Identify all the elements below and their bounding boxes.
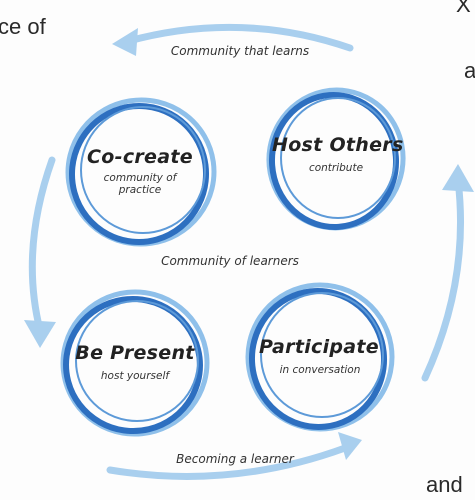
circle-subtitle-be-present: host yourself bbox=[100, 370, 170, 382]
fragment-bottom-right: and bbox=[426, 472, 463, 497]
arrow-heads bbox=[24, 28, 474, 460]
bottom-arrow bbox=[106, 444, 349, 480]
right-arrow bbox=[421, 176, 465, 382]
top-arrow bbox=[121, 23, 354, 52]
right-arrow-head bbox=[442, 164, 474, 192]
fragment-top-right: X bbox=[456, 0, 471, 17]
left-arrow-head bbox=[24, 320, 56, 348]
circle-subtitle-participate: in conversation bbox=[279, 364, 361, 376]
fragment-top-left: ce of bbox=[0, 14, 46, 39]
label-becoming-a-learner: Becoming a learner bbox=[176, 452, 294, 466]
fragment-right: a bbox=[464, 58, 475, 83]
circle-title-host-others: Host Others bbox=[272, 134, 404, 156]
bottom-arrow-head bbox=[338, 432, 362, 460]
circle-title-be-present: Be Present bbox=[75, 342, 195, 364]
circle-subtitle-host-others: contribute bbox=[308, 162, 364, 174]
circle-title-participate: Participate bbox=[259, 336, 379, 358]
label-community-that-learns: Community that learns bbox=[170, 44, 310, 58]
circle-participate bbox=[245, 282, 395, 432]
circle-host-others bbox=[266, 87, 406, 231]
circle-co-create bbox=[65, 97, 217, 247]
label-community-of-learners: Community of learners bbox=[161, 254, 299, 268]
left-arrow bbox=[28, 156, 56, 334]
circle-title-co-create: Co-create bbox=[87, 146, 193, 168]
top-arrow-head bbox=[112, 28, 138, 56]
cycle-arrows bbox=[28, 23, 465, 480]
circle-subtitle-co-create: community of practice bbox=[103, 172, 177, 196]
circle-be-present bbox=[60, 289, 210, 437]
